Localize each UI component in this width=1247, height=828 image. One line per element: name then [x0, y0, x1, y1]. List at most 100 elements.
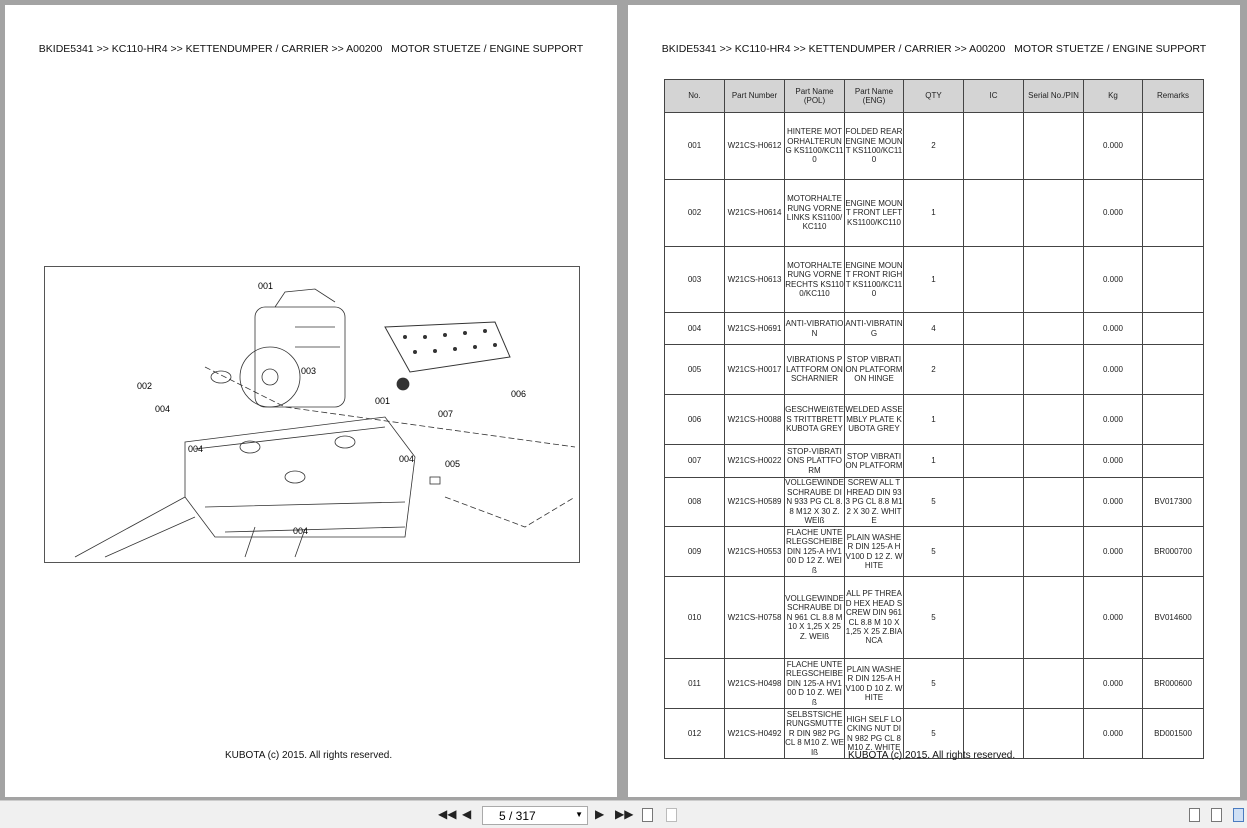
continuous-view-icon[interactable] — [1211, 808, 1222, 822]
table-cell: FLACHE UNTERLEGSCHEIBE DIN 125-A HV100 D… — [784, 526, 845, 577]
table-cell: GESCHWEIßTES TRITTBRETT KUBOTA GREY — [784, 394, 845, 445]
table-cell: VOLLGEWINDESCHRAUBE DIN 961 CL 8.8 M 10 … — [784, 576, 845, 659]
table-cell: BR000700 — [1142, 526, 1204, 577]
callout-label: 004 — [188, 444, 204, 454]
table-cell: MOTORHALTERUNG VORNE RECHTS KS1100/KC110 — [784, 246, 845, 313]
table-cell — [1023, 526, 1084, 577]
table-cell — [1142, 179, 1204, 247]
copy-page-icon[interactable] — [642, 808, 653, 822]
table-cell — [1023, 312, 1084, 345]
table-cell: 0.000 — [1083, 576, 1143, 659]
table-cell: W21CS-H0691 — [724, 312, 785, 345]
column-header: IC — [963, 79, 1024, 113]
table-cell: 003 — [664, 246, 725, 313]
table-cell — [1023, 179, 1084, 247]
table-cell: 0.000 — [1083, 444, 1143, 478]
table-cell: 0.000 — [1083, 658, 1143, 709]
table-cell — [1023, 112, 1084, 180]
table-cell: 005 — [664, 344, 725, 395]
table-cell: BR000600 — [1142, 658, 1204, 709]
table-cell: 008 — [664, 477, 725, 527]
table-cell: 006 — [664, 394, 725, 445]
table-cell: 5 — [903, 576, 964, 659]
callout-label: 004 — [399, 454, 415, 464]
table-cell — [963, 179, 1024, 247]
table-cell: W21CS-H0613 — [724, 246, 785, 313]
breadcrumb: BKIDE5341 >> KC110-HR4 >> KETTENDUMPER /… — [661, 43, 1207, 55]
table-cell: 0.000 — [1083, 526, 1143, 577]
table-cell — [1142, 394, 1204, 445]
table-cell — [1023, 576, 1084, 659]
table-cell: MOTORHALTERUNG VORNE LINKS KS1100/KC110 — [784, 179, 845, 247]
table-cell — [963, 112, 1024, 180]
table-cell: 004 — [664, 312, 725, 345]
table-cell: 002 — [664, 179, 725, 247]
table-cell: WELDED ASSEMBLY PLATE KUBOTA GREY — [844, 394, 904, 445]
copyright-footer: KUBOTA (c) 2015. All rights reserved. — [225, 750, 393, 761]
table-cell: PLAIN WASHER DIN 125-A HV100 D 12 Z. WHI… — [844, 526, 904, 577]
table-cell: SELBSTSICHERUNGSMUTTER DIN 982 PG CL 8 M… — [784, 708, 845, 759]
table-cell: FOLDED REAR ENGINE MOUNT KS1100/KC110 — [844, 112, 904, 180]
table-cell: STOP VIBRATION PLATFORM — [844, 444, 904, 478]
page-number-select[interactable]: 5 / 317▼ — [482, 806, 588, 825]
table-cell — [963, 246, 1024, 313]
table-cell: BV017300 — [1142, 477, 1204, 527]
table-cell: 011 — [664, 658, 725, 709]
table-cell — [963, 444, 1024, 478]
table-cell — [963, 576, 1024, 659]
table-cell: 0.000 — [1083, 394, 1143, 445]
table-cell: ALL PF THREAD HEX HEAD SCREW DIN 961 CL … — [844, 576, 904, 659]
table-cell: W21CS-H0612 — [724, 112, 785, 180]
table-cell: 0.000 — [1083, 477, 1143, 527]
table-cell: STOP-VIBRATIONS PLATTFORM — [784, 444, 845, 478]
table-cell: W21CS-H0589 — [724, 477, 785, 527]
table-cell: SCREW ALL THREAD DIN 933 PG CL 8.8 M12 X… — [844, 477, 904, 527]
table-cell: 012 — [664, 708, 725, 759]
table-cell: W21CS-H0088 — [724, 394, 785, 445]
table-cell — [1023, 394, 1084, 445]
column-header: Remarks — [1142, 79, 1204, 113]
last-page-icon[interactable]: ▶▶ — [615, 807, 634, 821]
table-cell: ANTI-VIBRATION — [784, 312, 845, 345]
table-cell: 1 — [903, 179, 964, 247]
table-cell — [1023, 708, 1084, 759]
table-cell: ENGINE MOUNT FRONT RIGHT KS1100/KC110 — [844, 246, 904, 313]
table-cell: 007 — [664, 444, 725, 478]
next-page-icon[interactable]: ▶ — [595, 807, 605, 821]
column-header: Part Number — [724, 79, 785, 113]
table-cell — [1023, 658, 1084, 709]
table-cell — [1142, 344, 1204, 395]
single-page-view-icon[interactable] — [1189, 808, 1200, 822]
table-cell: W21CS-H0553 — [724, 526, 785, 577]
table-cell: 009 — [664, 526, 725, 577]
table-cell: 0.000 — [1083, 344, 1143, 395]
table-cell: 2 — [903, 112, 964, 180]
two-page-view-icon[interactable] — [1233, 808, 1244, 822]
breadcrumb: BKIDE5341 >> KC110-HR4 >> KETTENDUMPER /… — [38, 43, 584, 55]
table-cell: 0.000 — [1083, 246, 1143, 313]
column-header: No. — [664, 79, 725, 113]
table-cell: 1 — [903, 246, 964, 313]
exploded-parts-diagram: 001 001 002 003 004 004 004 004 005 006 … — [44, 266, 580, 563]
table-cell: STOP VIBRATION PLATFORM ON HINGE — [844, 344, 904, 395]
table-cell: 5 — [903, 526, 964, 577]
first-page-icon[interactable]: ◀◀ — [438, 807, 457, 821]
table-cell: W21CS-H0498 — [724, 658, 785, 709]
table-cell: W21CS-H0758 — [724, 576, 785, 659]
table-cell: HINTERE MOTORHALTERUNG KS1100/KC110 — [784, 112, 845, 180]
column-header: QTY — [903, 79, 964, 113]
page-right: BKIDE5341 >> KC110-HR4 >> KETTENDUMPER /… — [628, 5, 1240, 797]
previous-page-icon[interactable]: ◀ — [462, 807, 472, 821]
page-left: BKIDE5341 >> KC110-HR4 >> KETTENDUMPER /… — [5, 5, 617, 797]
table-cell — [963, 312, 1024, 345]
paste-page-icon[interactable] — [666, 808, 677, 822]
column-header: Part Name (ENG) — [844, 79, 904, 113]
table-cell — [1142, 246, 1204, 313]
table-cell — [1023, 444, 1084, 478]
table-cell — [963, 658, 1024, 709]
